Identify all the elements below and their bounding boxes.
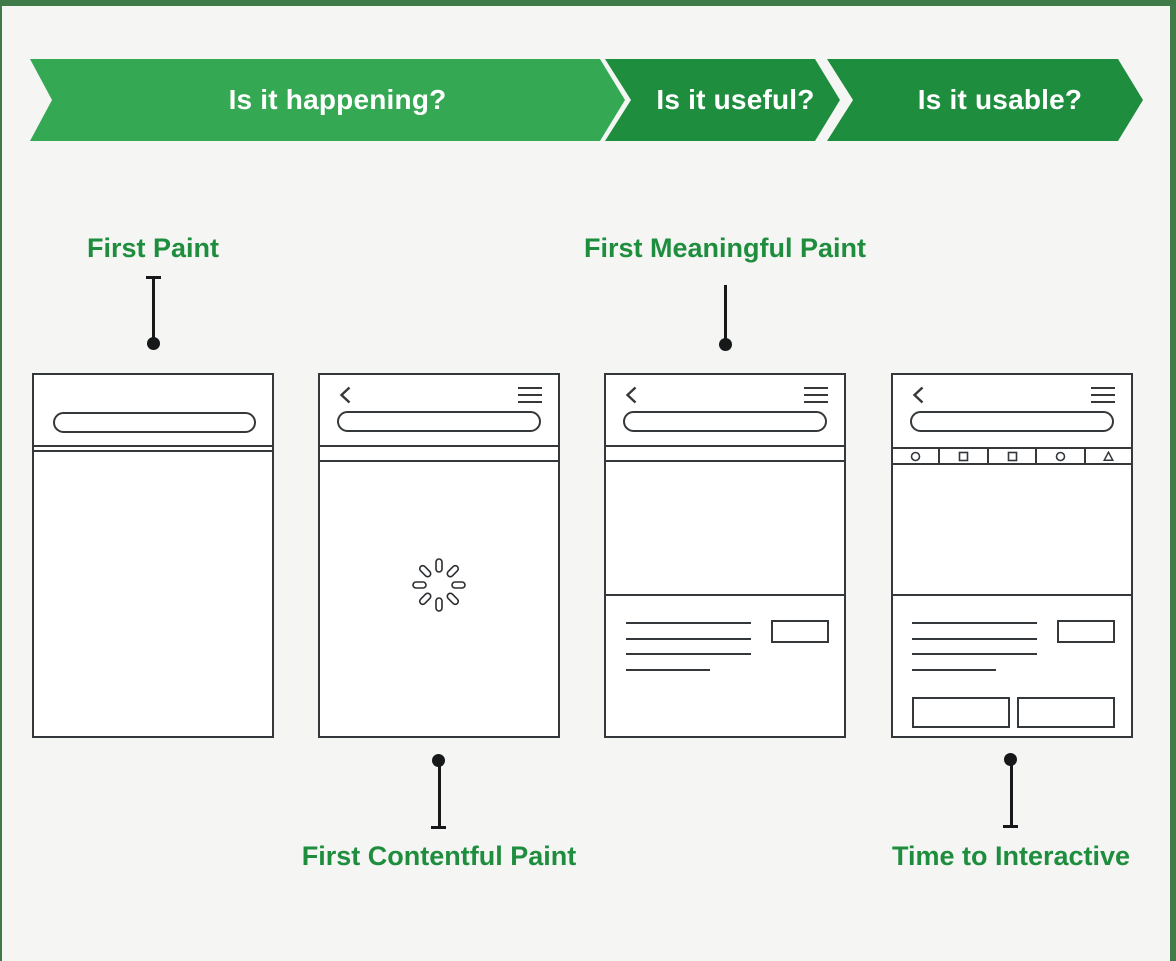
circle-icon	[1055, 451, 1066, 461]
hero-divider	[605, 594, 845, 596]
phone-wireframe-first-meaningful-paint	[604, 373, 846, 738]
phone-wireframe-first-paint	[32, 373, 274, 738]
header-divider	[605, 445, 845, 447]
square-icon	[958, 451, 969, 461]
toolbar-cell	[1086, 449, 1132, 463]
banner-segment-is-it-useful: Is it useful?	[605, 59, 840, 141]
header-divider	[33, 445, 273, 447]
first-meaningful-paint-label: First Meaningful Paint	[583, 233, 866, 263]
phone-wireframe-time-to-interactive	[891, 373, 1133, 738]
toolbar-cell	[1037, 449, 1086, 463]
back-arrow-icon	[625, 386, 637, 404]
header-divider	[319, 445, 559, 447]
circle-icon	[910, 451, 921, 461]
text-line	[626, 622, 751, 624]
time-to-interactive-label: Time to Interactive	[891, 841, 1131, 871]
wireframe-button	[771, 620, 829, 643]
menu-icon	[804, 387, 828, 403]
wireframe-button	[1057, 620, 1115, 643]
text-line	[626, 669, 710, 671]
body-divider	[33, 450, 273, 452]
hero-divider	[892, 594, 1132, 596]
icon-toolbar	[892, 447, 1132, 465]
phone-wireframe-first-contentful-paint	[318, 373, 560, 738]
search-bar	[623, 411, 827, 432]
toolbar-cell	[892, 449, 941, 463]
toolbar-cell	[940, 449, 989, 463]
search-bar	[910, 411, 1114, 432]
banner-segment-label: Is it useful?	[656, 84, 815, 115]
body-divider	[319, 460, 559, 462]
text-line	[626, 638, 751, 640]
search-bar	[53, 412, 256, 433]
text-line	[912, 669, 996, 671]
text-line	[626, 653, 751, 655]
menu-icon	[1091, 387, 1115, 403]
text-line	[912, 653, 1037, 655]
back-arrow-icon	[339, 386, 351, 404]
text-line	[912, 638, 1037, 640]
body-divider	[605, 460, 845, 462]
wireframe-action-button	[912, 697, 1010, 728]
banner-segment-label: Is it happening?	[228, 84, 447, 115]
toolbar-cell	[989, 449, 1038, 463]
banner-segment-is-it-usable: Is it usable?	[827, 59, 1143, 141]
wireframe-action-button	[1017, 697, 1115, 728]
banner-segment-label: Is it usable?	[917, 84, 1083, 115]
first-paint-label: First Paint	[86, 233, 220, 263]
first-contentful-paint-label: First Contentful Paint	[301, 841, 577, 871]
triangle-icon	[1103, 450, 1115, 461]
search-bar	[337, 411, 541, 432]
loading-spinner-icon	[412, 558, 466, 612]
banner-segment-is-it-happening: Is it happening?	[30, 59, 625, 141]
text-line	[912, 622, 1037, 624]
menu-icon	[518, 387, 542, 403]
square-icon	[1007, 451, 1017, 461]
back-arrow-icon	[912, 386, 924, 404]
